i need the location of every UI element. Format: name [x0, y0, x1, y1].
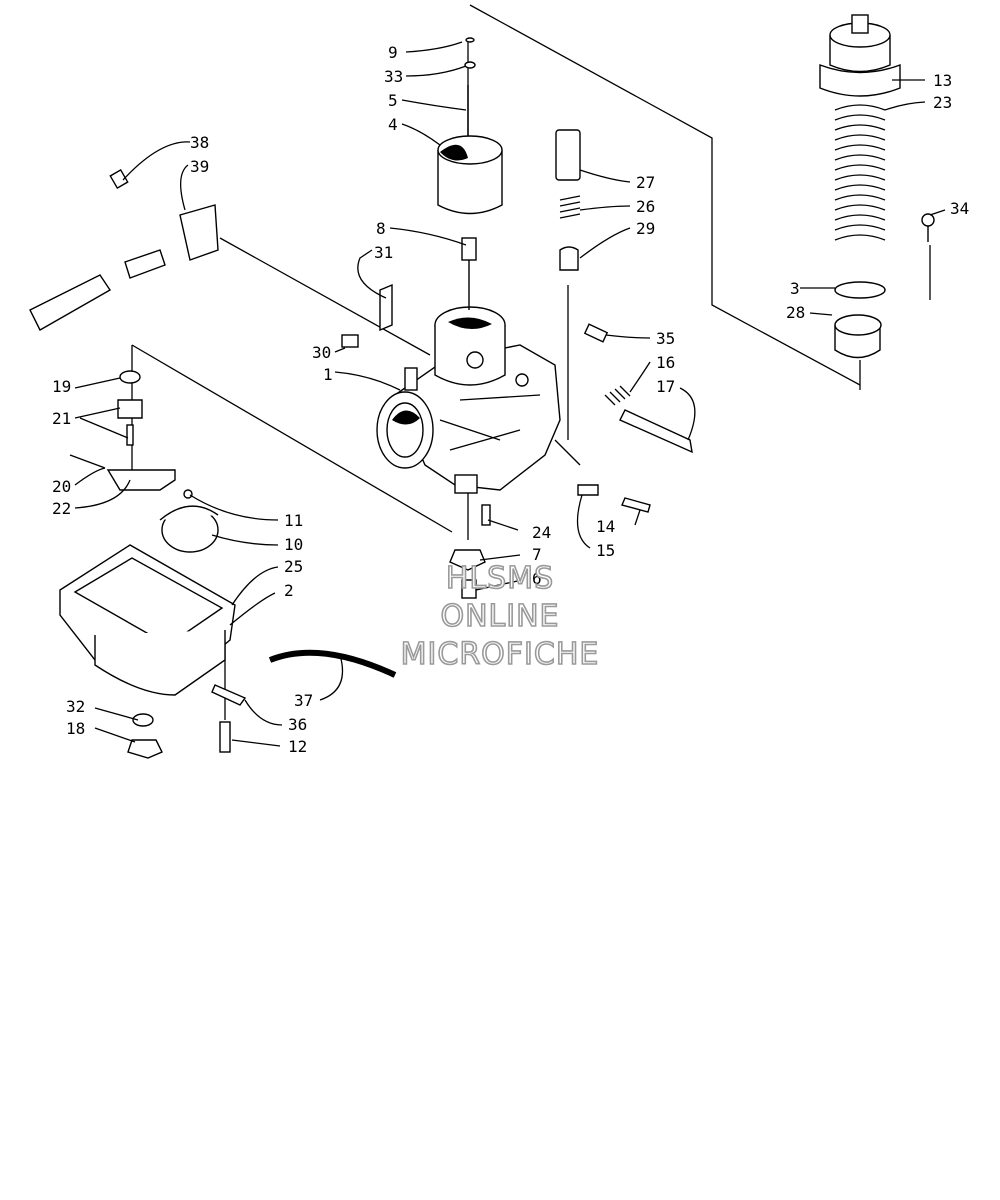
callout-20: 20: [52, 477, 71, 496]
watermark-line-3: MICROFICHE: [401, 637, 600, 672]
callout-5: 5: [388, 91, 398, 110]
carburetor-body: [376, 306, 561, 494]
throttle-cable-fitting: [29, 168, 393, 348]
callout-4: 4: [388, 115, 398, 134]
callout-32: 32: [66, 697, 85, 716]
callout-23: 23: [933, 93, 952, 112]
callout-37: 37: [294, 691, 313, 710]
callout-15: 15: [596, 541, 615, 560]
callout-7: 7: [532, 545, 542, 564]
throttle-slide-assembly: [437, 37, 503, 310]
callout-25: 25: [284, 557, 303, 576]
callout-13: 13: [933, 71, 952, 90]
callout-16: 16: [656, 353, 675, 372]
watermark-line-1: HLSMS: [446, 561, 554, 596]
carb-top-assembly: [819, 14, 935, 359]
callout-21: 21: [52, 409, 71, 428]
watermark: HLSMS ONLINE MICROFICHE: [400, 560, 600, 673]
watermark-line-2: ONLINE: [440, 599, 559, 634]
callout-24: 24: [532, 523, 551, 542]
callout-9: 9: [388, 43, 398, 62]
callout-18: 18: [66, 719, 85, 738]
float-bowl-assembly: [59, 370, 397, 759]
callout-3: 3: [790, 279, 800, 298]
callout-14: 14: [596, 517, 615, 536]
main-jet-parts: [449, 484, 651, 599]
callout-36: 36: [288, 715, 307, 734]
callout-27: 27: [636, 173, 655, 192]
callout-31: 31: [374, 243, 393, 262]
callout-30: 30: [312, 343, 331, 362]
callout-6: 6: [532, 569, 542, 588]
callout-39: 39: [190, 157, 209, 176]
callout-17: 17: [656, 377, 675, 396]
callout-19: 19: [52, 377, 71, 396]
leader-lines: [74, 41, 946, 747]
callout-10: 10: [284, 535, 303, 554]
pilot-jet-parts: [555, 129, 581, 271]
callout-12: 12: [288, 737, 307, 756]
callout-38: 38: [190, 133, 209, 152]
callout-35: 35: [656, 329, 675, 348]
callout-22: 22: [52, 499, 71, 518]
callout-2: 2: [284, 581, 294, 600]
callout-34: 34: [950, 199, 969, 218]
callout-8: 8: [376, 219, 386, 238]
callout-26: 26: [636, 197, 655, 216]
callout-labels: 9 33 5 4 8 31 30 1 13 23 34 3 28 27 26 2…: [52, 43, 969, 756]
callout-33: 33: [384, 67, 403, 86]
callout-11: 11: [284, 511, 303, 530]
callout-29: 29: [636, 219, 655, 238]
callout-28: 28: [786, 303, 805, 322]
air-screw-parts: [583, 323, 693, 454]
callout-1: 1: [323, 365, 333, 384]
